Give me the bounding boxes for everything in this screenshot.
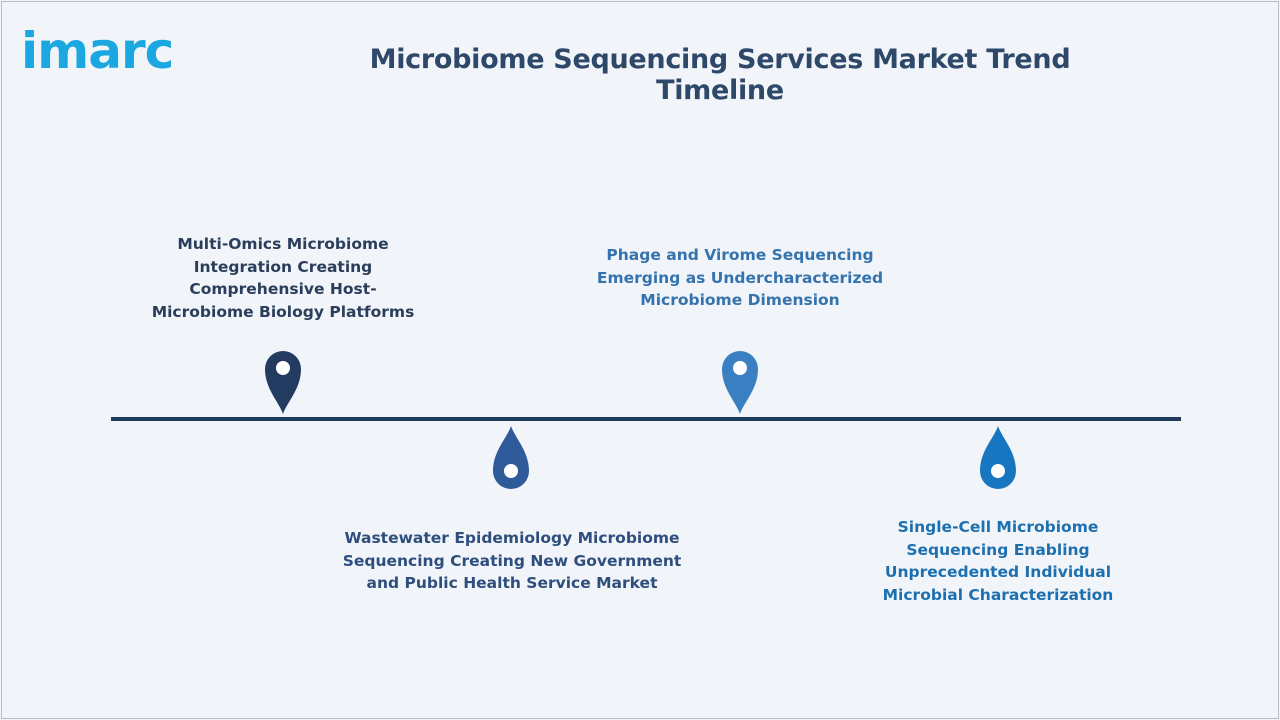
map-pin-icon	[722, 351, 758, 414]
timeline-axis	[111, 417, 1181, 421]
milestone-label: Multi-Omics Microbiome Integration Creat…	[151, 235, 415, 321]
map-pin-icon	[265, 351, 301, 414]
milestone-label: Single-Cell Microbiome Sequencing Enabli…	[882, 518, 1114, 604]
imarc-logo: imarc	[21, 22, 174, 80]
map-pin-icon	[980, 426, 1016, 489]
map-pin-icon	[493, 426, 529, 489]
milestone-label: Wastewater Epidemiology Microbiome Seque…	[342, 529, 682, 592]
page-title: Microbiome Sequencing Services Market Tr…	[369, 44, 1071, 106]
milestone-label: Phage and Virome Sequencing Emerging as …	[596, 246, 884, 309]
